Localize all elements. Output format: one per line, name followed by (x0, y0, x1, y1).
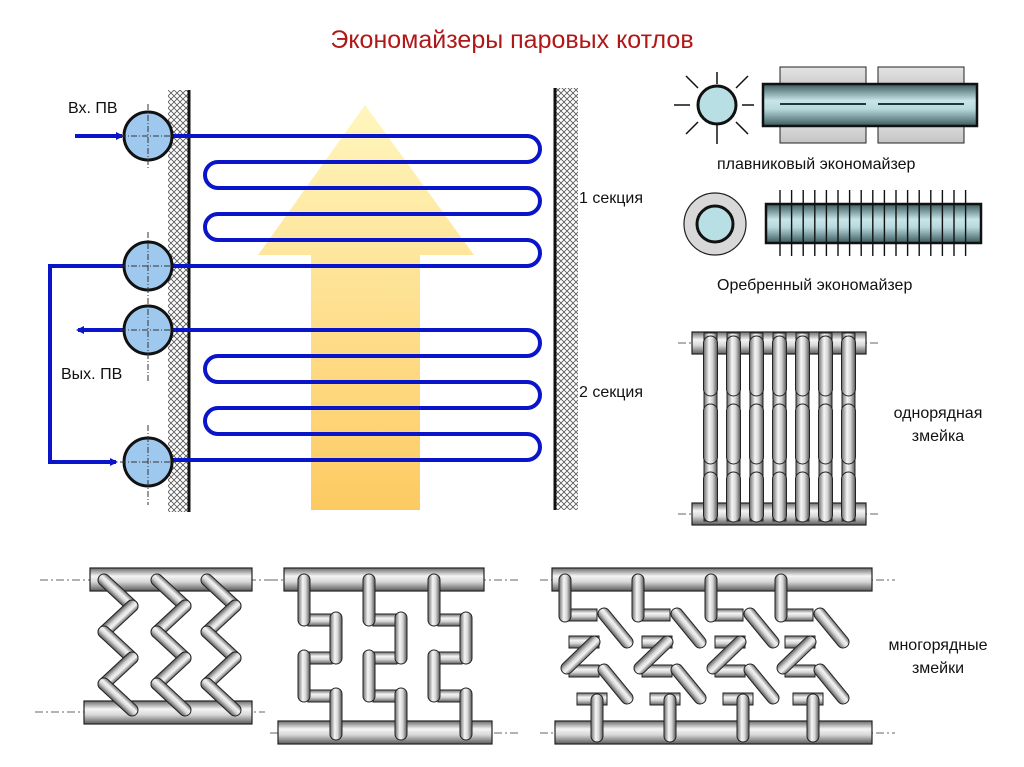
coil-tube (97, 677, 139, 717)
coil-bend (818, 403, 833, 465)
multi-row-coil-zigzag (35, 567, 280, 725)
diagram-title: Экономайзеры паровых котлов (330, 26, 694, 54)
coil-bend (329, 687, 343, 741)
coil-bend (459, 611, 473, 665)
coil-tube (670, 607, 707, 649)
fin-economizer-label: плавниковый экономайзер (717, 156, 916, 173)
section-2-label: 2 секция (579, 384, 644, 401)
ribbed-economizer-cross-section (683, 192, 747, 256)
fin-economizer-cross-section (674, 72, 754, 144)
coil-bend (749, 403, 764, 465)
coil-bend (427, 649, 441, 703)
left-wall (168, 90, 191, 512)
coil-bend (795, 403, 810, 465)
coil-bend (774, 573, 788, 623)
coil-bend (703, 471, 718, 523)
multi-row-coil-stepped (270, 567, 520, 745)
coil-bend (329, 611, 343, 665)
coil-bend (726, 335, 741, 397)
coil-bend (297, 573, 311, 627)
coil-tube (560, 635, 601, 675)
right-wall (553, 88, 578, 510)
ribbed-economizer-tube (764, 190, 983, 256)
coil-bend (795, 335, 810, 397)
coil-bend (558, 573, 572, 623)
inlet-header (120, 104, 176, 168)
coil-bend (795, 471, 810, 523)
coil-tube (307, 689, 333, 703)
flue-gas-arrow (258, 105, 474, 510)
coil-bend (590, 693, 604, 743)
coil-bend (772, 471, 787, 523)
coil-tube (597, 663, 634, 705)
coil-tube (437, 613, 463, 627)
coil-bend (772, 335, 787, 397)
coil-bend (703, 335, 718, 397)
inlet-label: Вх. ПВ (68, 100, 118, 117)
coil-tube (670, 663, 707, 705)
coil-tube (372, 689, 398, 703)
coil-tube (307, 651, 333, 665)
fin-economizer-tube (761, 66, 979, 144)
coil-tube (372, 613, 398, 627)
coil-tube (150, 677, 192, 717)
multi-row-coil-combined (540, 567, 895, 745)
coil-bend (841, 471, 856, 523)
coil-bend (394, 611, 408, 665)
header-circles (120, 104, 176, 505)
coil-bend (749, 335, 764, 397)
coil-bend (297, 649, 311, 703)
coil-bend (818, 471, 833, 523)
coil-section-1 (170, 134, 542, 268)
coil-tube (307, 613, 333, 627)
coil-bend (394, 687, 408, 741)
coil-bend (459, 687, 473, 741)
single-row-coil (678, 331, 880, 526)
coil-bend (841, 403, 856, 465)
coil-tube (743, 607, 780, 649)
single-row-coil-label: однорядная змейка (878, 402, 998, 448)
outlet-header (120, 298, 176, 382)
coil-bend (362, 573, 376, 627)
coil-bend (631, 573, 645, 623)
coil-bend (703, 403, 718, 465)
coil-bend (772, 403, 787, 465)
coil-tube (633, 635, 674, 675)
ribbed-economizer-label: Оребренный экономайзер (717, 277, 913, 294)
coil-tube (776, 635, 817, 675)
multi-row-coil-label-line-1: многорядные (888, 637, 988, 654)
multi-row-coil-label: многорядные змейки (878, 634, 998, 680)
bypass-line (48, 264, 124, 466)
section2-inlet-header (120, 425, 176, 505)
coil-tube (372, 651, 398, 665)
coil-bend (736, 693, 750, 743)
section1-outlet-header (120, 232, 176, 296)
coil-bend (362, 649, 376, 703)
multi-row-coil-label-line-2: змейки (911, 660, 965, 677)
single-row-coil-label-line-2: змейка (911, 428, 965, 445)
coil-bend (806, 693, 820, 743)
coil-section-2 (170, 328, 542, 462)
coil-tube (597, 607, 634, 649)
coil-bend (663, 693, 677, 743)
coil-bend (726, 403, 741, 465)
single-row-coil-label-line-1: однорядная (893, 405, 983, 422)
coil-bend (427, 573, 441, 627)
coil-tube (437, 689, 463, 703)
coil-bend (726, 471, 741, 523)
outlet-label: Вых. ПВ (61, 366, 123, 383)
coil-tube (813, 663, 850, 705)
section-1-label: 1 секция (579, 190, 644, 207)
coil-bend (841, 335, 856, 397)
coil-bend (749, 471, 764, 523)
coil-tube (437, 651, 463, 665)
coil-bend (704, 573, 718, 623)
coil-tube (813, 607, 850, 649)
coil-tube (200, 677, 242, 717)
coil-tube (706, 635, 747, 675)
coil-tube (743, 663, 780, 705)
coil-bend (818, 335, 833, 397)
